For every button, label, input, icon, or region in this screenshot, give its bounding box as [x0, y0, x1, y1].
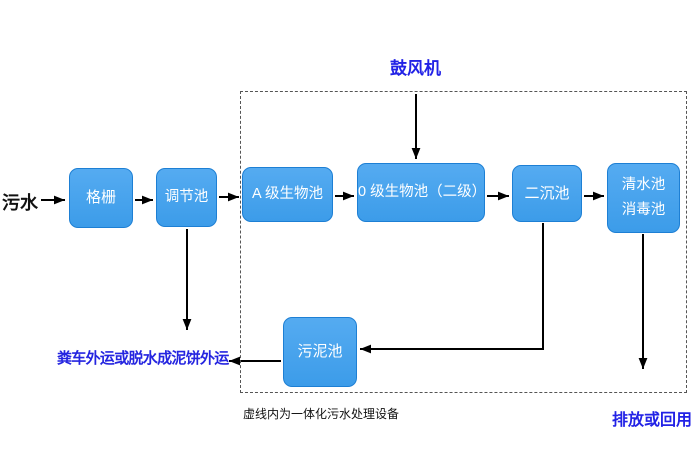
- node-clear-water-disinfection-tank: 清水池 消毒池: [607, 163, 680, 233]
- node-regulating-tank: 调节池: [156, 168, 217, 227]
- sewage-inlet-label: 污水: [2, 193, 38, 213]
- node-clear-water-label: 清水池: [621, 176, 666, 193]
- sludge-disposal-label: 粪车外运或脱水成泥饼外运: [57, 350, 229, 367]
- dashed-boundary-caption: 虚线内为一体化污水处理设备: [243, 407, 400, 421]
- node-grid-label: 格栅: [85, 189, 116, 207]
- blower-label: 鼓风机: [390, 59, 441, 78]
- node-secondary-sedimentation-tank-label: 二沉池: [524, 184, 570, 202]
- node-o-bio-tank: 0 级生物池（二级）: [357, 163, 487, 222]
- node-sludge-tank: 污泥池: [283, 317, 357, 387]
- node-sludge-tank-label: 污泥池: [297, 343, 343, 361]
- node-o-bio-tank-label: 0 级生物池（二级）: [358, 184, 487, 201]
- integrated-equipment-boundary: [240, 91, 687, 393]
- node-grid: 格栅: [69, 168, 133, 228]
- node-regulating-tank-label: 调节池: [164, 189, 209, 206]
- arrow-sedimentation-to-sludge: [360, 223, 544, 354]
- discharge-reuse-label: 排放或回用: [612, 412, 693, 429]
- node-secondary-sedimentation-tank: 二沉池: [512, 165, 582, 222]
- node-a-bio-tank-label: A 级生物池: [252, 186, 323, 203]
- node-a-bio-tank: A 级生物池: [242, 167, 333, 222]
- node-disinfection-label: 消毒池: [621, 202, 666, 218]
